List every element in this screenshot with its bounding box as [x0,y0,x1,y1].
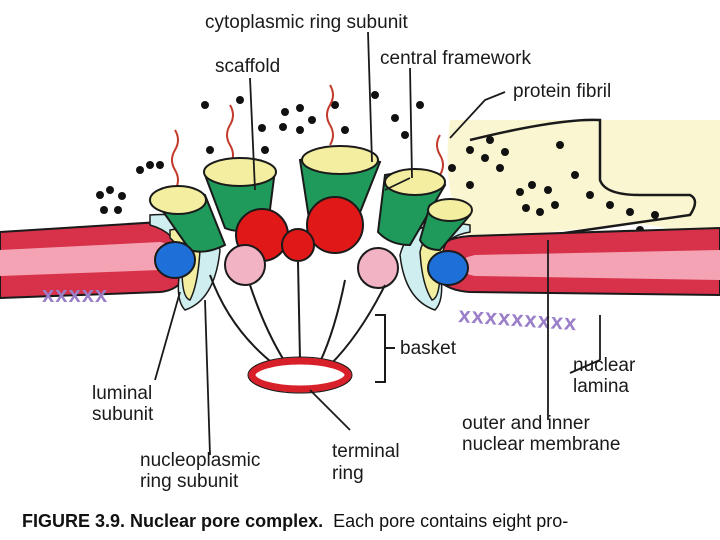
cytoplasm-outline [469,118,697,240]
caption-figure-title: FIGURE 3.9. Nuclear pore complex. [22,511,323,531]
label-scaffold: scaffold [215,56,280,77]
label-nucleoplasmic-2: ring subunit [140,471,239,492]
caption-text: Each pore contains eight pro- [333,511,568,531]
label-luminal-2: subunit [92,404,154,425]
scaffold-spokes [149,145,473,253]
nuclear-envelope-right-lumen [460,250,720,280]
label-basket: basket [400,338,457,359]
lamina-marks-right: xxxxxxxxx [458,302,579,335]
label-cytoplasmic-ring-subunit: cytoplasmic ring subunit [205,12,408,33]
label-protein-fibril: protein fibril [513,81,611,102]
label-central-framework: central framework [380,48,531,69]
label-membrane-2: nuclear membrane [462,434,620,455]
leader-lines [154,31,601,456]
protein-fibrils [171,84,444,191]
label-terminal-1: terminal [332,441,400,462]
nuclear-envelope-left-lumen [0,242,174,276]
label-terminal-2: ring [332,463,364,484]
label-nucleoplasmic-1: nucleoplasmic [140,450,260,471]
figure-caption: FIGURE 3.9. Nuclear pore complex. Each p… [22,511,568,531]
luminal-subunits [154,241,469,286]
basket-filaments [209,261,386,366]
cytoplasm-particles [96,91,659,234]
lamina-marks-left: xxxxx [42,282,108,307]
basket-bracket [375,314,386,383]
terminal-ring [248,357,352,393]
label-nuclear-lamina-1: nuclear [573,355,636,376]
label-luminal-1: luminal [92,383,152,404]
nucleoplasmic-pink-balls [224,244,399,289]
label-nuclear-lamina-2: lamina [573,376,629,397]
label-membrane-1: outer and inner [462,413,590,434]
cytoplasm-region [447,120,720,270]
